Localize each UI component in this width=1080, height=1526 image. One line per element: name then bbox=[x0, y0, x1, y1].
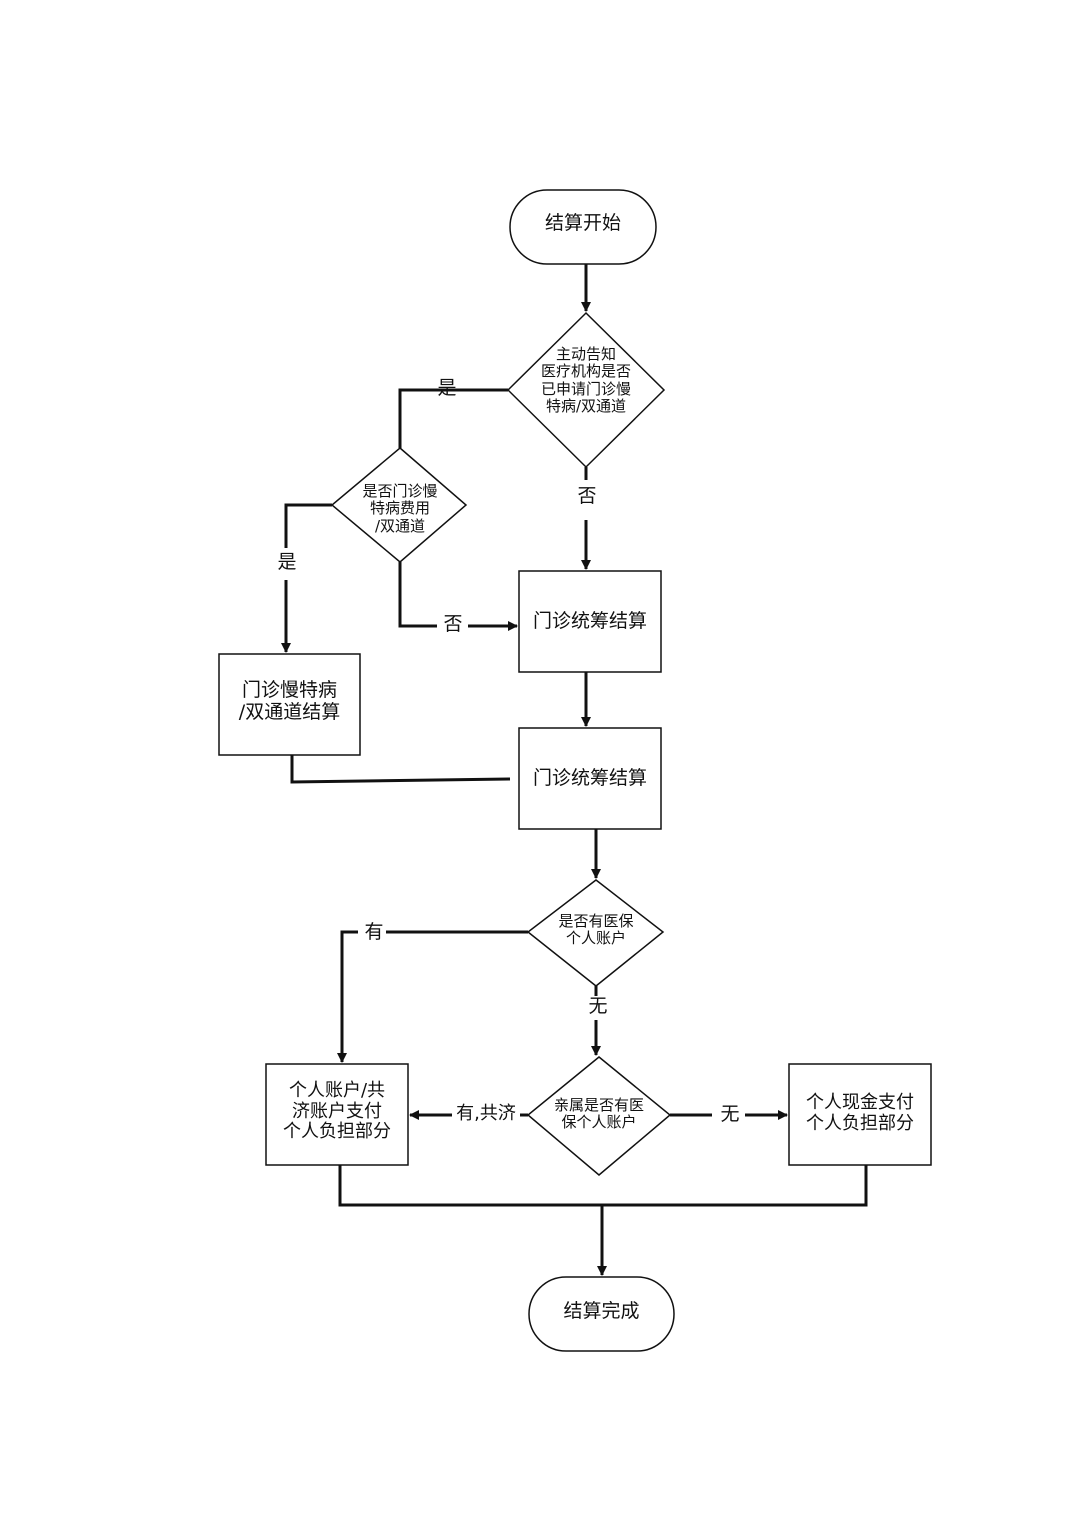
edge-label-fee-yes: 是 bbox=[277, 551, 297, 573]
process-account-pay-box bbox=[265, 1063, 409, 1166]
edge-fee-yes bbox=[284, 503, 332, 548]
edge-chronic-to-pooling2 bbox=[290, 755, 511, 784]
process-pooling-2-label: 门诊统筹结算 bbox=[532, 767, 647, 789]
decision-fee-label: 是否门诊慢 特病费用 /双通道 bbox=[362, 482, 438, 535]
process-pooling-2-box bbox=[518, 727, 662, 830]
process-pooling-1-box bbox=[518, 570, 662, 673]
process-cash-pay-label: 个人现金支付 个人负担部分 bbox=[806, 1092, 914, 1134]
process-account-pay-label: 个人账户/共 济账户支付 个人负担部分 bbox=[283, 1080, 391, 1143]
edge-label-relative-yes: 有,共济 bbox=[456, 1103, 516, 1124]
process-pooling-1-label: 门诊统筹结算 bbox=[532, 610, 647, 632]
edge-fee-no bbox=[398, 562, 437, 628]
edge-label-notice-yes: 是 bbox=[437, 377, 457, 399]
start-terminator bbox=[509, 189, 657, 265]
start-label: 结算开始 bbox=[544, 212, 621, 234]
end-label: 结算完成 bbox=[563, 1300, 640, 1322]
edge-label-notice-no: 否 bbox=[577, 485, 597, 507]
process-cash-pay-box bbox=[788, 1063, 932, 1166]
edge-label-relative-no: 无 bbox=[720, 1103, 740, 1125]
decision-relative-diamond bbox=[526, 1056, 672, 1176]
process-chronic-label: 门诊慢特病 /双通道结算 bbox=[238, 679, 341, 723]
edge-label-fee-no: 否 bbox=[443, 613, 463, 635]
edge-label-account-yes: 有 bbox=[364, 921, 384, 943]
edge-account-yes-2 bbox=[337, 930, 358, 1063]
decision-account-label: 是否有医保 个人账户 bbox=[558, 912, 634, 948]
process-chronic-box bbox=[218, 653, 361, 756]
decision-notice-label: 主动告知 医疗机构是否 已申请门诊慢 特病/双通道 bbox=[540, 345, 631, 415]
end-terminator bbox=[528, 1276, 675, 1352]
edge-notice-yes bbox=[398, 388, 508, 448]
edge-label-account-no: 无 bbox=[588, 995, 608, 1017]
decision-relative-label: 亲属是否有医 保个人账户 bbox=[553, 1096, 644, 1132]
